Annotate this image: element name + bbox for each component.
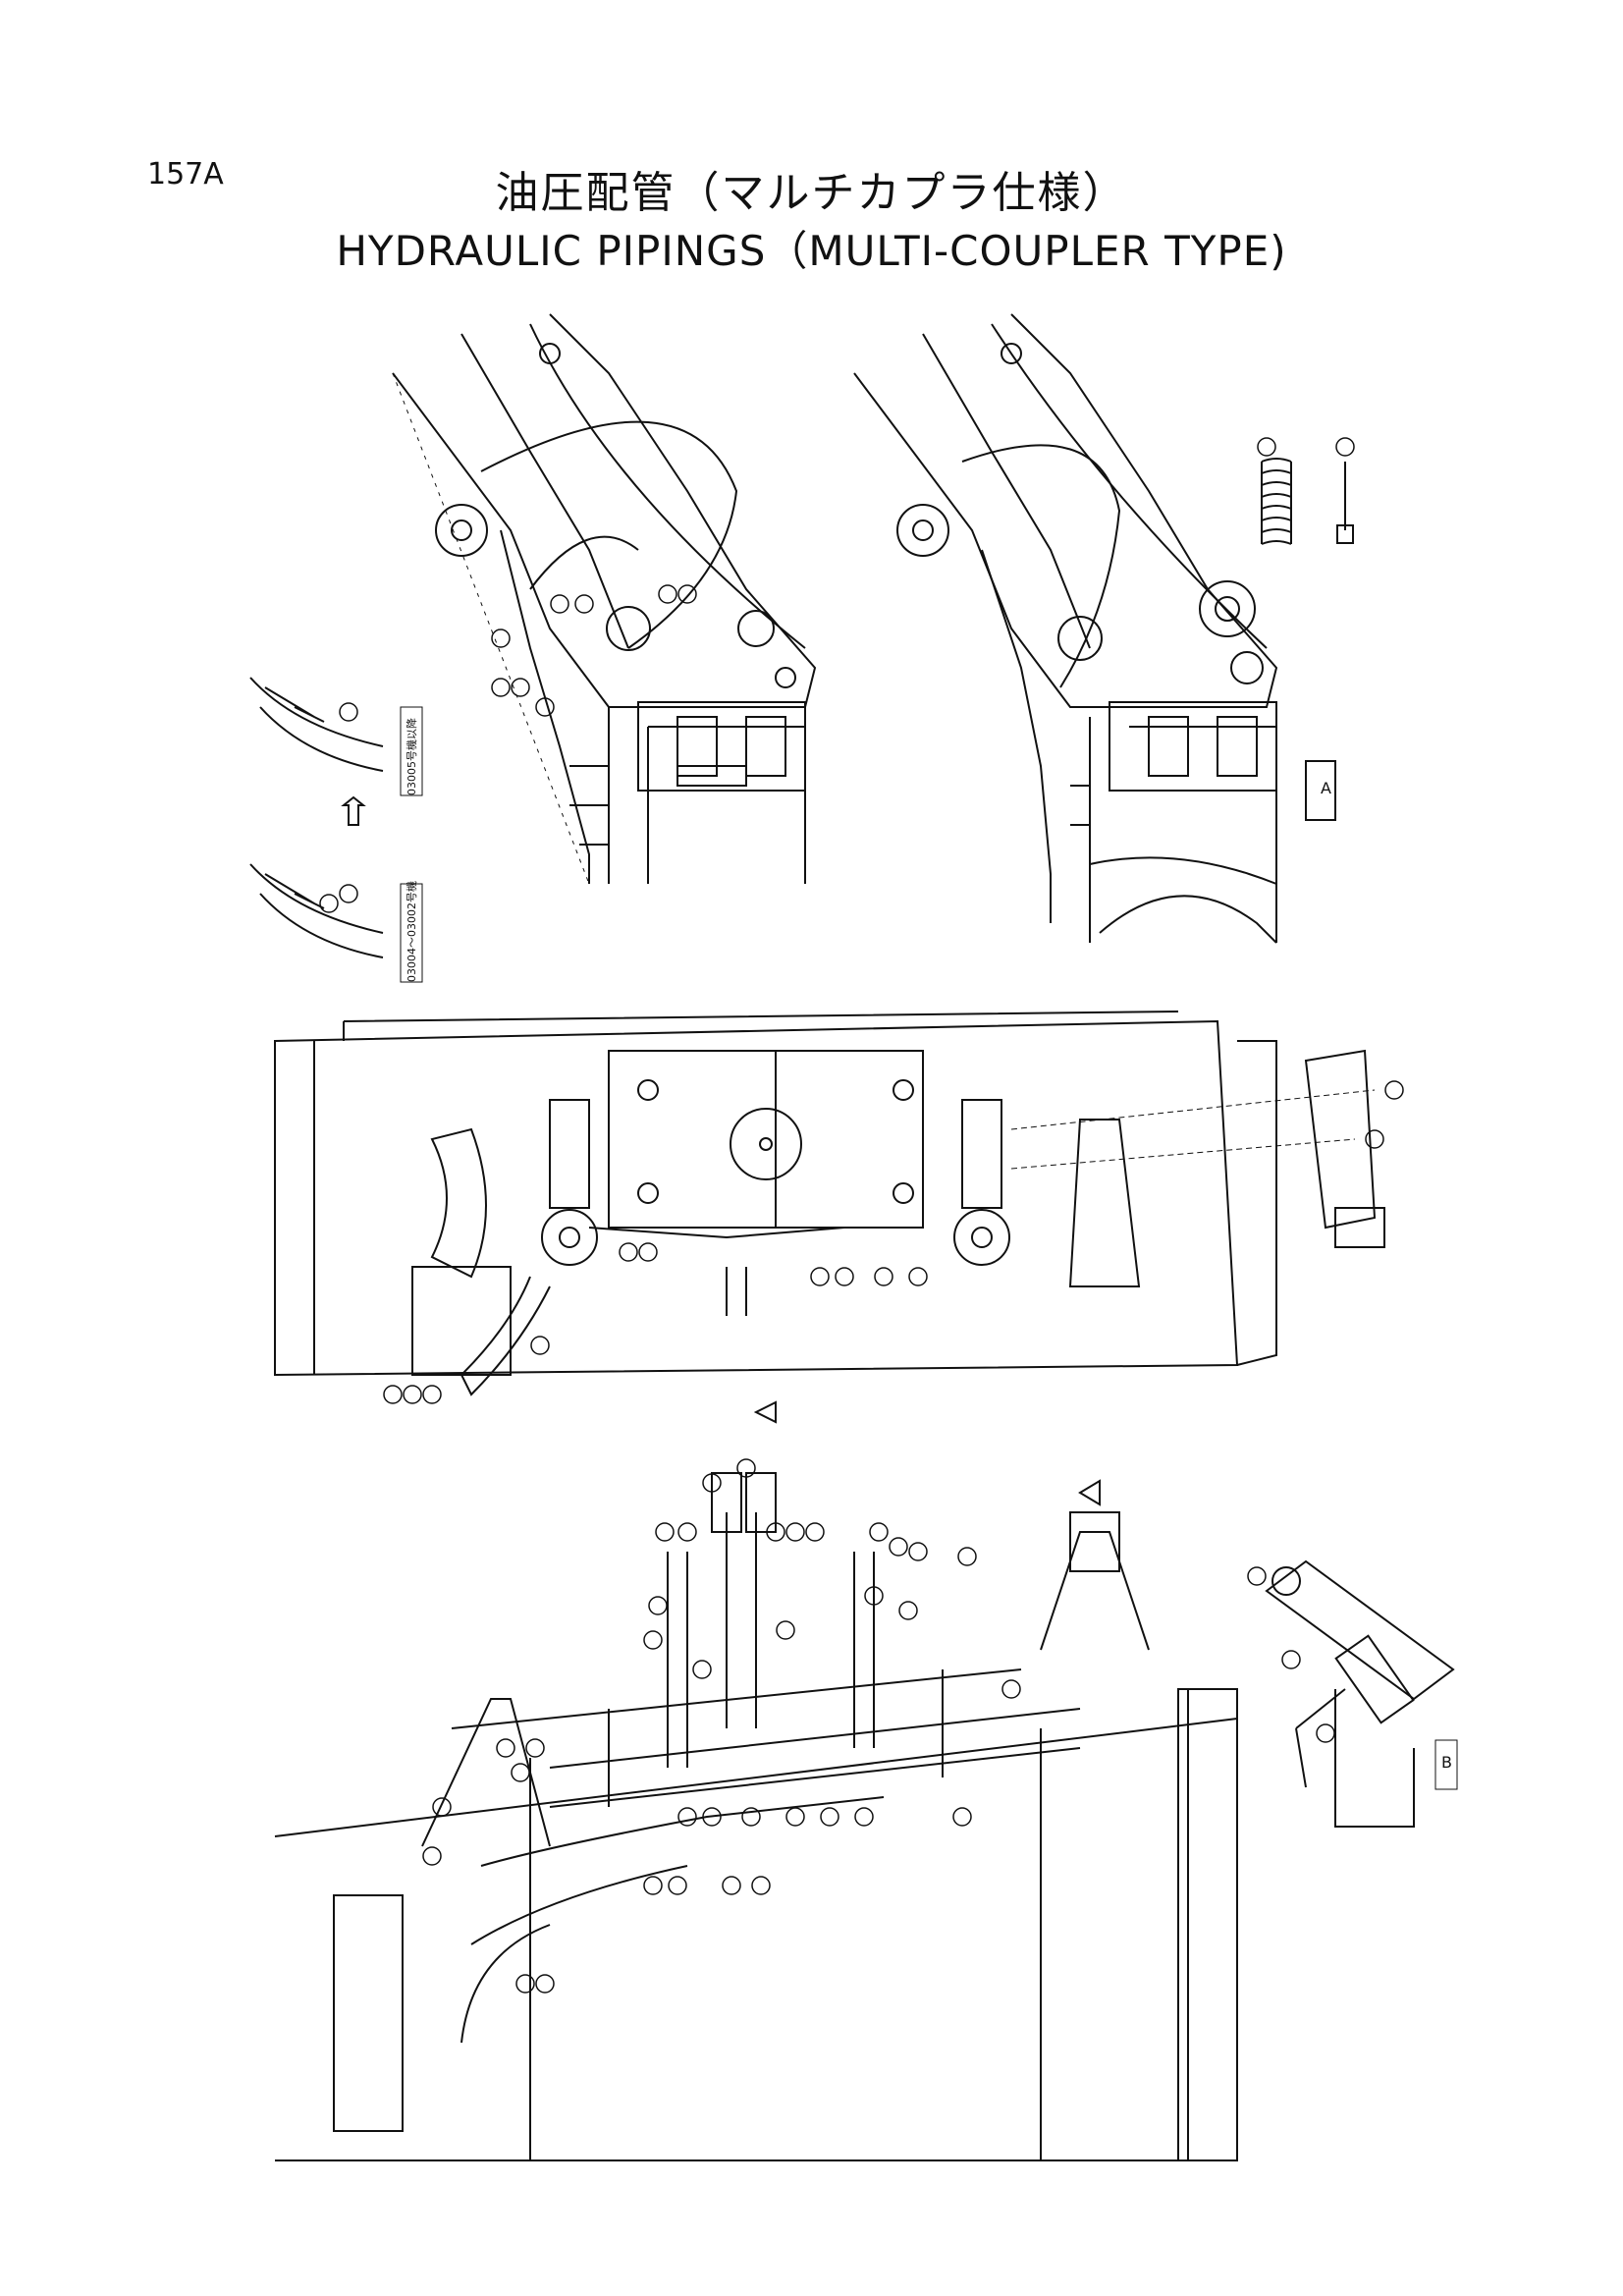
page-number: 157A — [147, 157, 224, 191]
left-detail-sketches — [249, 677, 423, 983]
bottom-perspective-view — [274, 1472, 1458, 2161]
title-japanese: 油圧配管（マルチカプラ仕様） — [495, 168, 1128, 218]
callout-bubbles — [319, 437, 1404, 1994]
serial-note-upper: 03005号機以降 — [405, 718, 418, 795]
middle-frame-plan-view — [274, 1011, 1385, 1424]
serial-note-lower: 03004～03002号機 — [405, 881, 418, 982]
title-english: HYDRAULIC PIPINGS（MULTI-COUPLER TYPE) — [336, 227, 1287, 275]
top-left-boom-view — [392, 313, 817, 885]
top-right-boom-view — [853, 313, 1354, 944]
view-a-label: A — [1321, 779, 1331, 797]
view-b-label: B — [1441, 1753, 1452, 1772]
